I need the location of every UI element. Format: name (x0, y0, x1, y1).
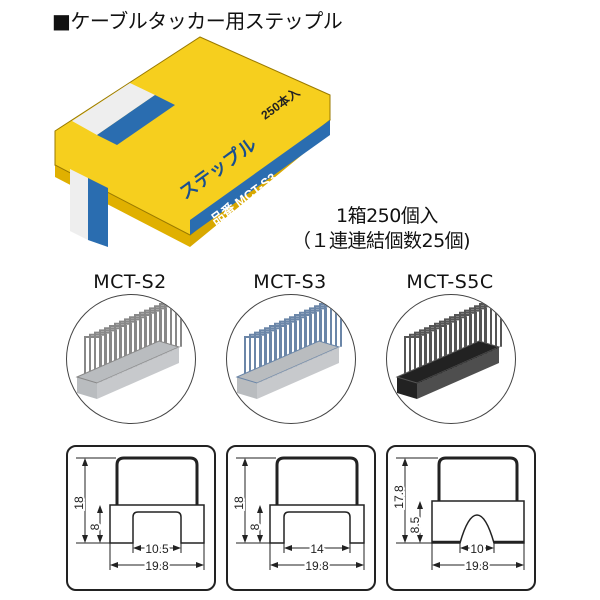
staple-photo-mct-s3 (226, 294, 356, 424)
product-box-image: 品番 MCT-S3 ステップル 250本入 (54, 36, 331, 247)
quantity-per-strip: （１連連結個数25個) (292, 230, 471, 252)
staple-base (97, 347, 179, 399)
model-label-mct-s3: MCT-S3 (253, 271, 327, 293)
staple-leg (414, 331, 432, 378)
dim-outer-width: 19.8 (145, 559, 169, 573)
dimension-diagram-mct-s2: 18 8 10.5 19.8 (66, 445, 216, 591)
dim-outer-width: 19.8 (465, 559, 489, 573)
staple-base (257, 347, 339, 399)
staple-leg (249, 333, 267, 380)
staple-photo-mct-s2 (66, 294, 196, 424)
dim-inner-width: 14 (310, 542, 324, 556)
dim-height: 17.8 (392, 485, 406, 509)
staple-leg (94, 331, 112, 378)
dim-height: 18 (232, 496, 246, 510)
staple-leg (89, 333, 107, 380)
dim-body-height: 8 (248, 523, 262, 530)
model-label-mct-s2: MCT-S2 (93, 271, 167, 293)
dim-inner-width: 10.5 (145, 542, 169, 556)
dim-inner-width: 10 (470, 542, 484, 556)
staple-base (417, 347, 499, 399)
dim-body-height: 8.5 (408, 516, 422, 533)
staple-base (397, 377, 417, 399)
page-title: ■ケーブルタッカー用ステップル (52, 9, 343, 33)
staple-base (237, 377, 257, 399)
staple-leg (84, 336, 102, 382)
staple-leg (409, 333, 427, 380)
staple-photo-mct-s5c (386, 294, 516, 424)
staple-leg (324, 300, 342, 347)
staple-leg (244, 336, 262, 382)
dimension-diagram-mct-s3: 18 8 14 19.8 (226, 445, 376, 591)
dim-height: 18 (72, 496, 86, 510)
dimension-diagram-mct-s5c: 17.8 8.5 10 19.8 (386, 445, 536, 591)
staple-base (77, 377, 97, 399)
model-label-mct-s5c: MCT-S5C (406, 271, 494, 293)
staple-leg (404, 336, 422, 382)
quantity-per-box: 1箱250個入 (336, 205, 438, 227)
staple-leg (484, 300, 502, 347)
staple-leg (254, 331, 272, 378)
staple-leg (164, 300, 182, 347)
dim-body-height: 8 (88, 523, 102, 530)
dim-outer-width: 19.8 (305, 559, 329, 573)
